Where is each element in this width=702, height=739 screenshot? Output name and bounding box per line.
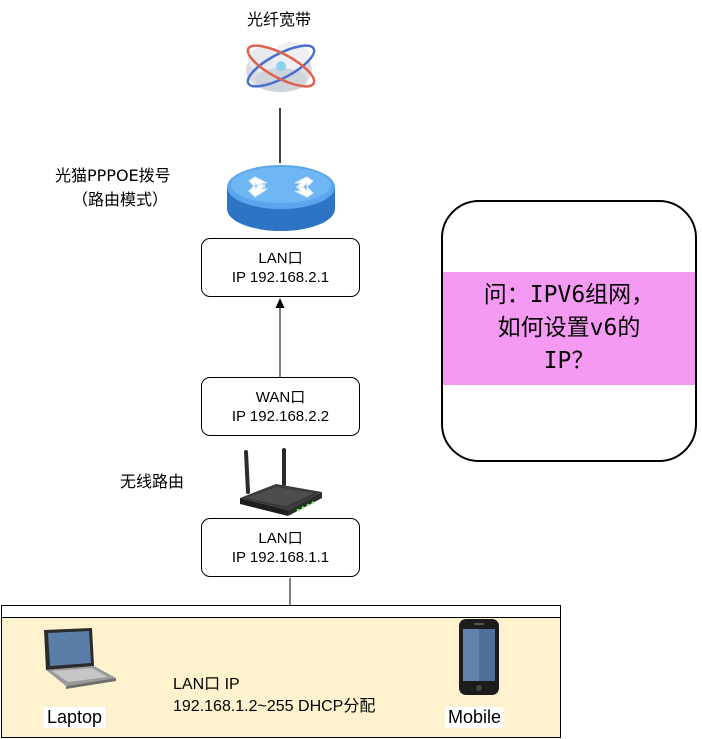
- question-line2: 如何设置v6的: [497, 315, 641, 341]
- router-lan-box: LAN口 IP 192.168.1.1: [201, 518, 360, 577]
- modem-label-line2: （路由模式）: [72, 190, 169, 209]
- lan-range-line2: 192.168.1.2~255 DHCP分配: [173, 698, 376, 715]
- modem-lan-title: LAN口: [258, 249, 303, 267]
- modem-label-line1: 光猫PPPOE拨号: [55, 166, 171, 185]
- router-icon: [227, 165, 335, 231]
- router-lan-title: LAN口: [258, 529, 303, 547]
- laptop-label: Laptop: [44, 707, 106, 728]
- laptop-icon: [44, 628, 116, 689]
- mobile-label: Mobile: [445, 707, 505, 728]
- router-wan-ip: IP 192.168.2.2: [231, 407, 330, 425]
- question-line1: 问：IPV6组网，: [483, 282, 655, 308]
- question-band: 问：IPV6组网， 如何设置v6的 IP？: [443, 272, 695, 385]
- question-line3: IP？: [543, 348, 595, 374]
- arrowhead-up: [275, 298, 285, 308]
- cloud-icon: [246, 42, 316, 92]
- modem-lan-ip: IP 192.168.2.1: [231, 268, 330, 286]
- lan-range-line1: LAN口 IP: [173, 676, 240, 693]
- wireless-router-icon: [240, 448, 322, 516]
- router-wan-box: WAN口 IP 192.168.2.2: [201, 377, 360, 436]
- lan-area-header: [1, 605, 561, 617]
- modem-lan-box: LAN口 IP 192.168.2.1: [201, 238, 360, 297]
- router-lan-ip: IP 192.168.1.1: [231, 548, 330, 566]
- router-wan-title: WAN口: [255, 388, 306, 406]
- wireless-router-label: 无线路由: [120, 472, 185, 491]
- mobile-icon: [459, 619, 499, 695]
- fiber-label: 光纤宽带: [247, 10, 312, 29]
